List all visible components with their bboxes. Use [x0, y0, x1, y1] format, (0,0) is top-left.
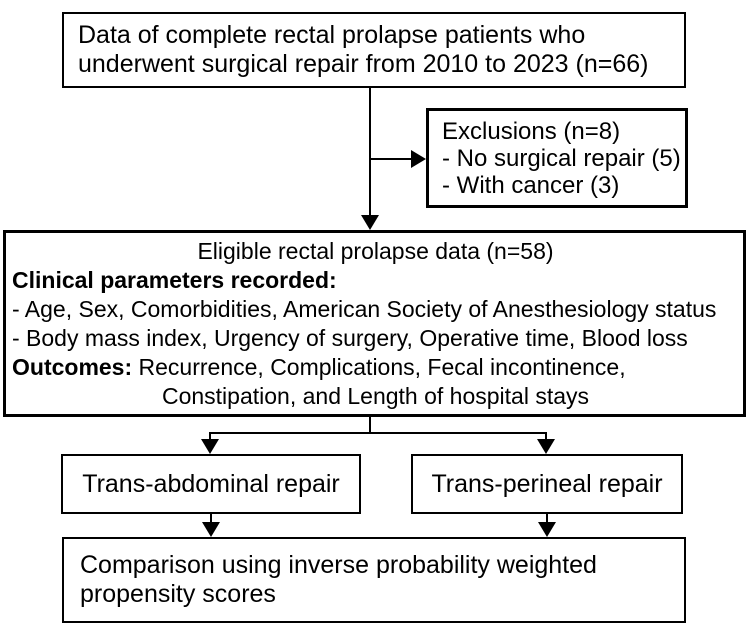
exclusions-box: Exclusions (n=8) - No surgical repair (5…: [426, 108, 688, 208]
comparison-box: Comparison using inverse probability wei…: [62, 537, 686, 623]
population-box: Data of complete rectal prolapse patient…: [62, 12, 686, 88]
arrow-down-to-perineal-icon: [537, 439, 555, 454]
connector-branch-left-stub-line: [209, 432, 211, 441]
eligible-outcomes-list: Recurrence, Complications, Fecal inconti…: [138, 353, 626, 380]
connector-abdominal-to-comparison-line: [210, 514, 212, 523]
population-line-2: underwent surgical repair from 2010 to 2…: [78, 50, 649, 78]
eligible-param-2: - Body mass index, Urgency of surgery, O…: [12, 324, 688, 351]
perineal-box: Trans-perineal repair: [411, 454, 683, 514]
connector-eligible-stub-line: [369, 417, 371, 434]
exclusions-title: Exclusions (n=8): [442, 117, 621, 145]
arrow-down-perineal-to-comparison-icon: [538, 522, 556, 537]
exclusions-item-2: - With cancer (3): [442, 171, 620, 199]
comparison-line-1: Comparison using inverse probability wei…: [80, 551, 597, 579]
abdominal-box: Trans-abdominal repair: [61, 454, 361, 514]
arrow-right-to-exclusions-icon: [411, 150, 426, 168]
eligible-title: Eligible rectal prolapse data (n=58): [197, 237, 554, 264]
arrow-down-abdominal-to-comparison-icon: [202, 522, 220, 537]
perineal-label: Trans-perineal repair: [431, 469, 663, 498]
eligible-outcomes-continuation: Constipation, and Length of hospital sta…: [161, 382, 590, 409]
connector-to-exclusions-line: [369, 158, 411, 160]
eligible-outcomes-line: Outcomes: Recurrence, Complications, Fec…: [12, 353, 739, 382]
connector-population-to-eligible-line: [369, 88, 371, 216]
eligible-outcomes-heading: Outcomes:: [12, 353, 133, 380]
comparison-line-2: propensity scores: [80, 580, 276, 608]
arrow-down-to-eligible-icon: [361, 215, 379, 230]
arrow-down-to-abdominal-icon: [201, 439, 219, 454]
connector-perineal-to-comparison-line: [546, 514, 548, 523]
exclusions-item-1: - No surgical repair (5): [442, 144, 681, 172]
eligible-box: Eligible rectal prolapse data (n=58) Cli…: [3, 230, 746, 417]
eligible-param-1: - Age, Sex, Comorbidities, American Soci…: [12, 295, 717, 322]
population-line-1: Data of complete rectal prolapse patient…: [78, 21, 586, 49]
eligible-params-heading: Clinical parameters recorded:: [12, 266, 337, 293]
abdominal-label: Trans-abdominal repair: [82, 469, 340, 498]
connector-branch-bar-line: [209, 432, 547, 434]
connector-branch-right-stub-line: [545, 432, 547, 441]
